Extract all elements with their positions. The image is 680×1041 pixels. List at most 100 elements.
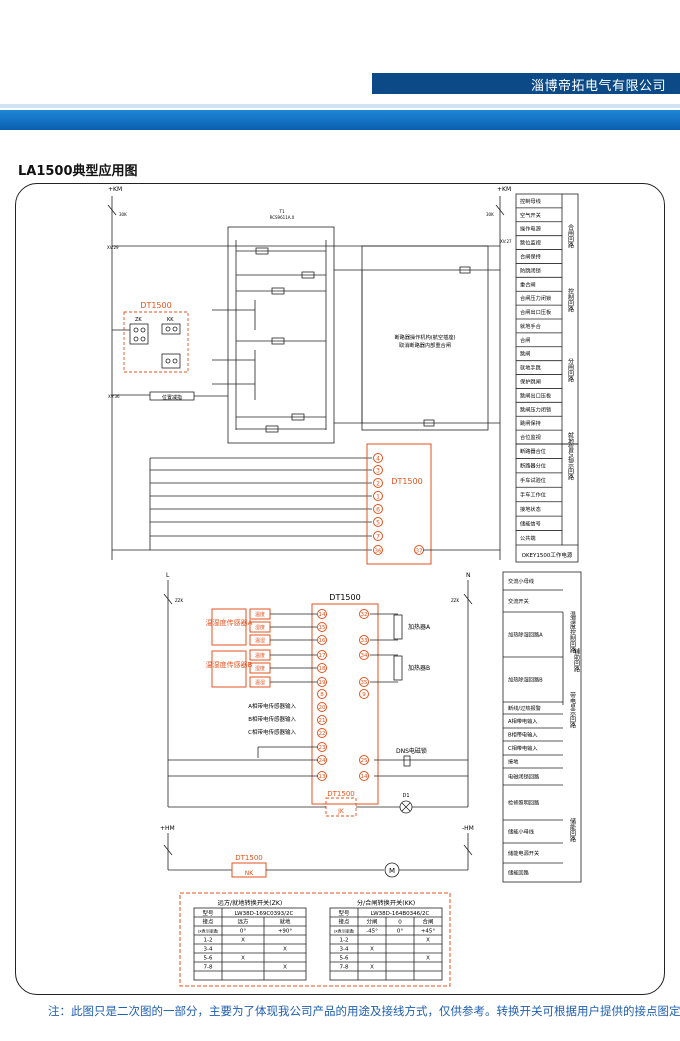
svg-text:T1: T1 [279,209,285,214]
rt1-row: 跳闸压力闭锁 [520,405,551,413]
svg-text:XV:36: XV:36 [108,394,120,399]
switch-table-cell: 0° [240,929,246,935]
heat-left-terminal-label: 22 [319,731,326,737]
terminal-7: 7 [376,534,380,541]
heat-left-terminal [317,702,327,712]
rt3-row: 储能电源开关 [508,849,539,857]
heat-right-terminal [359,677,369,687]
switch-table-cell: 分闸 [366,918,377,926]
rt2-row: 公共端 [520,534,536,542]
heat-right-terminal-label: 32 [361,612,368,618]
heat-right-terminal-label: 35 [361,680,368,686]
right-table-1: 控制母线空气开关操作电源跳位监视合闸保持防跳闭锁重合闸合闸压力闭锁合闸出口压板就… [515,193,579,445]
svg-text:XV:27: XV:27 [500,239,512,244]
company-header-bar: 淄博帝拓电气有限公司 [372,73,680,94]
switch-table-cell: X [370,965,374,971]
lock-label: DNS电磁锁 [396,747,427,755]
heat-power-left: L [166,572,170,579]
switch-table-cell: 1-2 [340,938,349,944]
store-power-right: -HM [462,825,474,832]
power-left-label: +KM [108,186,122,193]
switch-table-cell: 7-8 [340,965,349,971]
heat-left-terminal-label: 8 [320,692,324,698]
switch-table-cell: 接点 [338,918,350,926]
sensor-part-label: 温湿 [255,679,265,686]
rt3-row: 电磁闭锁回路 [508,773,540,781]
switch-table-cell: X [283,965,287,971]
svg-text:30K: 30K [486,212,494,217]
heat-left-terminal-label: 21 [319,718,326,724]
rt1-row: 合闸出口压板 [520,308,552,316]
lamp-label: D1 [402,793,409,799]
rt3-row: 断线/过热报警 [508,704,541,712]
store-dt1500-label: DT1500 [235,854,262,862]
rt1-row: 重合闸 [520,280,536,288]
heat-left-terminal-label: 13 [319,774,326,780]
svg-text:ZZK: ZZK [175,598,183,603]
switch-table-cell: 0° [397,929,403,935]
terminal-6: 6 [376,507,380,514]
heat-right-terminal [359,755,369,765]
sensor-part-label: 湿度 [255,665,265,672]
heat-left-terminal [317,650,327,660]
switch-table-cell: 远方 [237,918,249,926]
rt2-row: 手车试验位 [520,476,546,484]
heat-right-terminal-label: 25 [361,758,368,764]
rt1-row: 合位监视 [520,433,541,441]
switch-table-cell: 就地 [279,918,291,926]
switch-table-cell: 7-8 [204,965,213,971]
terminal-37: 37 [416,549,423,555]
heat-left-terminal-label: 18 [319,666,326,672]
rt1-row: 跳闸 [520,350,530,358]
heat-left-terminal [317,677,327,687]
right-table-3: 交流小母线交流开关加热除湿回路A加热除湿回路B断线/过热报警A相带电输入B相带电… [502,571,582,883]
switch-table-cell: X [241,938,245,944]
sensor-part-label: 温湿 [255,637,265,644]
heat-right-terminal-label: 14 [361,774,368,780]
rt3-row: 交流开关 [508,597,529,605]
switch-table-title: 远方/就地转换开关(ZK) [218,899,283,907]
switch-table-cell: 3-4 [204,947,213,953]
rt3-row: A相带电输入 [508,717,538,725]
rt2-group: 就地信号指示回路 [567,431,574,481]
rt1-row: 跳闸保持 [520,419,541,427]
heat-left-terminal [317,689,327,699]
switch-table-cell: 接点 [202,918,214,926]
dt-terminals: 4 3 2 1 6 5 7 36 37 [373,453,424,555]
rt3-row: 加热除湿回路A [508,631,543,639]
diagram-frame [15,183,665,995]
switch-table-cell: 5-6 [204,956,213,962]
sensor-part-label: 温度 [255,652,265,659]
heat-left-terminal [317,663,327,673]
heat-left-terminal-label: 23 [319,745,326,751]
phase-c-input: C相带电传感器输入 [248,728,296,736]
switch-table-cell: (X表示接通) [334,929,355,934]
power-right-label: +KM [497,186,511,193]
rt1-row: 空气开关 [520,211,541,219]
dt1500-label-mid: DT1500 [391,477,422,486]
jk-dt1500-label: DT1500 [327,790,354,798]
switch-table-cell: +45° [421,929,436,935]
header-band-light [0,104,680,108]
terminal-3: 3 [376,468,380,475]
dt1500-label-top: DT1500 [140,301,171,310]
switch-table-cell: 3-4 [340,947,349,953]
rt3-row: 接地 [508,758,518,766]
heater-a-label: 加热器A [408,623,431,631]
switch-tables-frame [179,892,451,987]
heat-left-terminal [317,715,327,725]
terminal-2: 2 [376,481,380,488]
rt2-row: 接地状态 [520,505,541,513]
svg-text:30K: 30K [119,212,127,217]
phase-b-input: B相带电传感器输入 [248,715,296,723]
heat-left-terminal-label: 15 [319,625,326,631]
terminal-4: 4 [376,456,380,463]
page-title: LA1500典型应用图 [18,164,138,179]
rt2-row: 储能信号 [520,519,541,527]
store-power-left: +HM [160,825,175,832]
sensor-part-label: 湿度 [255,624,265,631]
heat-left-terminal [317,609,327,619]
operator-box-line2: 取消断路器内部重合闸 [399,341,451,349]
